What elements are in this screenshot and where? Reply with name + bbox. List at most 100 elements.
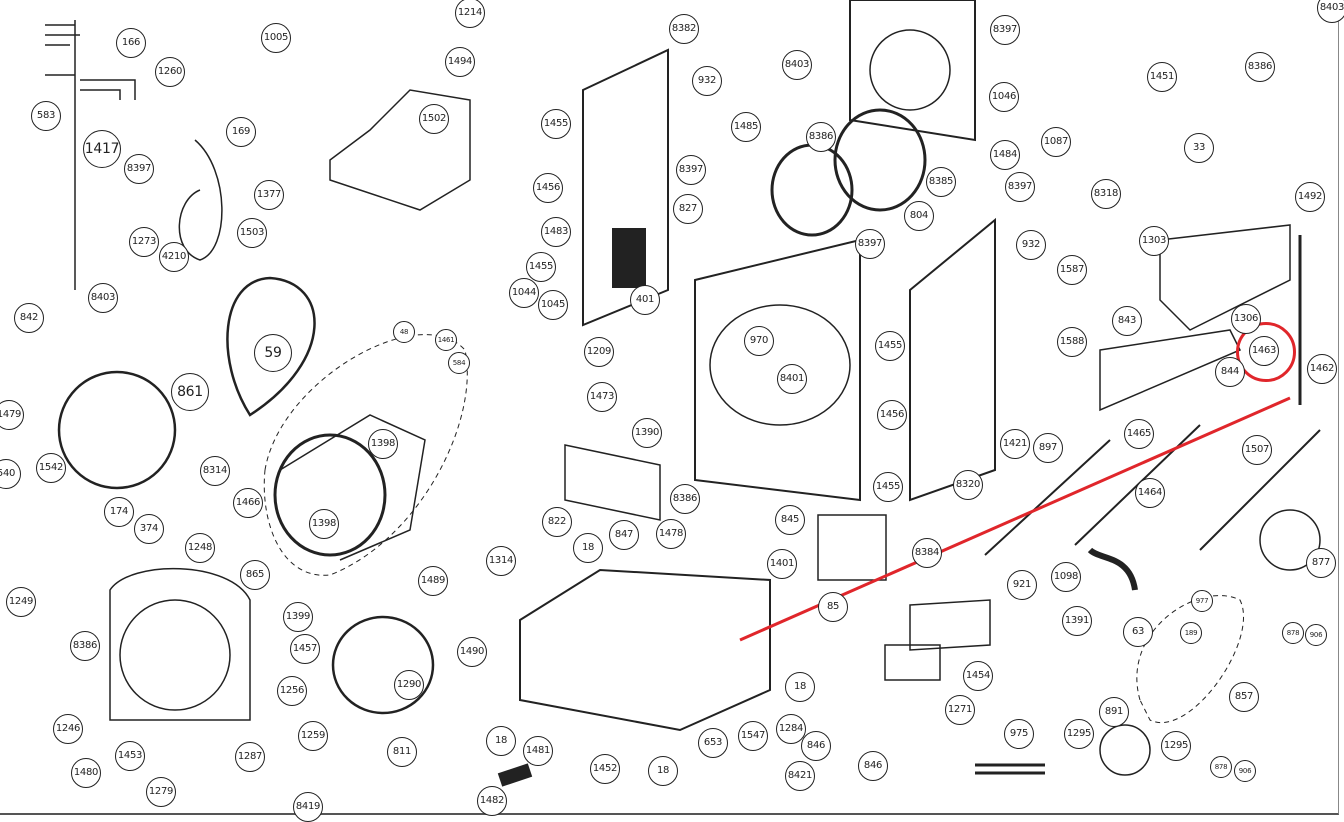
callout: 1507	[1242, 435, 1272, 465]
callout: 8385	[926, 167, 956, 197]
callout: 1587	[1057, 255, 1087, 285]
callout: 1455	[541, 109, 571, 139]
drum-body	[279, 414, 426, 561]
callout: 1256	[277, 676, 307, 706]
callout: 8403	[782, 50, 812, 80]
callout: 1454	[963, 661, 993, 691]
callout: 1098	[1051, 562, 1081, 592]
callout: 33	[1184, 133, 1214, 163]
callout: 878	[1282, 622, 1304, 644]
callout: 877	[1306, 548, 1336, 578]
fan-891	[1099, 724, 1151, 776]
callout: 846	[858, 751, 888, 781]
callout: 844	[1215, 357, 1245, 387]
callout: 8382	[669, 14, 699, 44]
gasket-59	[226, 276, 316, 417]
callout: 1502	[419, 104, 449, 134]
belt-1290	[331, 615, 435, 715]
callout: 85	[818, 592, 848, 622]
callout: 1287	[235, 742, 265, 772]
callout: 1248	[185, 533, 215, 563]
callout: 8386	[806, 122, 836, 152]
drum-group-outline	[263, 334, 468, 576]
callout: 583	[31, 101, 61, 131]
callout-highlighted: 1463	[1249, 336, 1279, 366]
callout: 845	[775, 505, 805, 535]
callout: 1246	[53, 714, 83, 744]
callout: 906	[1234, 760, 1256, 782]
callout: 1455	[873, 472, 903, 502]
rear-panel-hub	[869, 29, 951, 111]
side-panel-left	[582, 48, 669, 327]
callout: 8318	[1091, 179, 1121, 209]
callout: 8421	[785, 761, 815, 791]
callout: 1547	[738, 721, 768, 751]
gasket-1454	[884, 644, 941, 681]
callout: 843	[1112, 306, 1142, 336]
callout: 8384	[912, 538, 942, 568]
duct-1303	[1159, 224, 1291, 331]
callout: 8397	[124, 154, 154, 184]
callout: 1398	[309, 509, 339, 539]
callout: 1390	[632, 418, 662, 448]
highlight-circle	[1236, 322, 1296, 382]
fan-877	[1259, 509, 1321, 571]
callout: 970	[744, 326, 774, 356]
part-975	[975, 763, 1045, 775]
callout: 1483	[541, 217, 571, 247]
callout: 1482	[477, 786, 507, 816]
callout: 18	[573, 533, 603, 563]
callout: 63	[1123, 617, 1153, 647]
callout: 401	[630, 285, 660, 315]
callout: 1391	[1062, 606, 1092, 636]
callout: 1314	[486, 546, 516, 576]
callout: 1377	[254, 180, 284, 210]
callout: 822	[542, 507, 572, 537]
cabinet-401	[694, 238, 861, 502]
callout: 865	[240, 560, 270, 590]
callout: 374	[134, 514, 164, 544]
callout: 1489	[418, 566, 448, 596]
callout: 8386	[70, 631, 100, 661]
callout: 1492	[1295, 182, 1325, 212]
callout: 166	[116, 28, 146, 58]
callout: 8314	[200, 456, 230, 486]
callout: 1478	[656, 519, 686, 549]
callout: 1503	[237, 218, 267, 248]
callout: 1494	[445, 47, 475, 77]
callout: 842	[14, 303, 44, 333]
callout: 1417	[83, 130, 121, 168]
callout: 1465	[1124, 419, 1154, 449]
callout: 18	[648, 756, 678, 786]
callout: 1398	[368, 429, 398, 459]
callout: 1401	[767, 549, 797, 579]
front-panel	[109, 567, 251, 721]
callout: 1457	[290, 634, 320, 664]
drying-basket	[329, 89, 471, 211]
callout: 8403	[1317, 0, 1344, 23]
filter-845	[817, 514, 887, 581]
callout: 8403	[88, 283, 118, 313]
callout: 1273	[129, 227, 159, 257]
callout: 975	[1004, 719, 1034, 749]
callout: 1480	[71, 758, 101, 788]
callout: 906	[1305, 624, 1327, 646]
callout: 1259	[298, 721, 328, 751]
callout: 1484	[990, 140, 1020, 170]
callout: 861	[171, 373, 209, 411]
callout: 169	[226, 117, 256, 147]
callout: 1005	[261, 23, 291, 53]
callout: 804	[904, 201, 934, 231]
callout: 1542	[36, 453, 66, 483]
callout: 59	[254, 334, 292, 372]
callout: 174	[104, 497, 134, 527]
part-1098	[1087, 547, 1138, 591]
callout: 1466	[233, 488, 263, 518]
callout: 1452	[590, 754, 620, 784]
drum	[273, 433, 387, 557]
callout: 846	[801, 731, 831, 761]
seal-804	[833, 108, 927, 212]
callout: 8397	[676, 155, 706, 185]
callout: 1209	[584, 337, 614, 367]
